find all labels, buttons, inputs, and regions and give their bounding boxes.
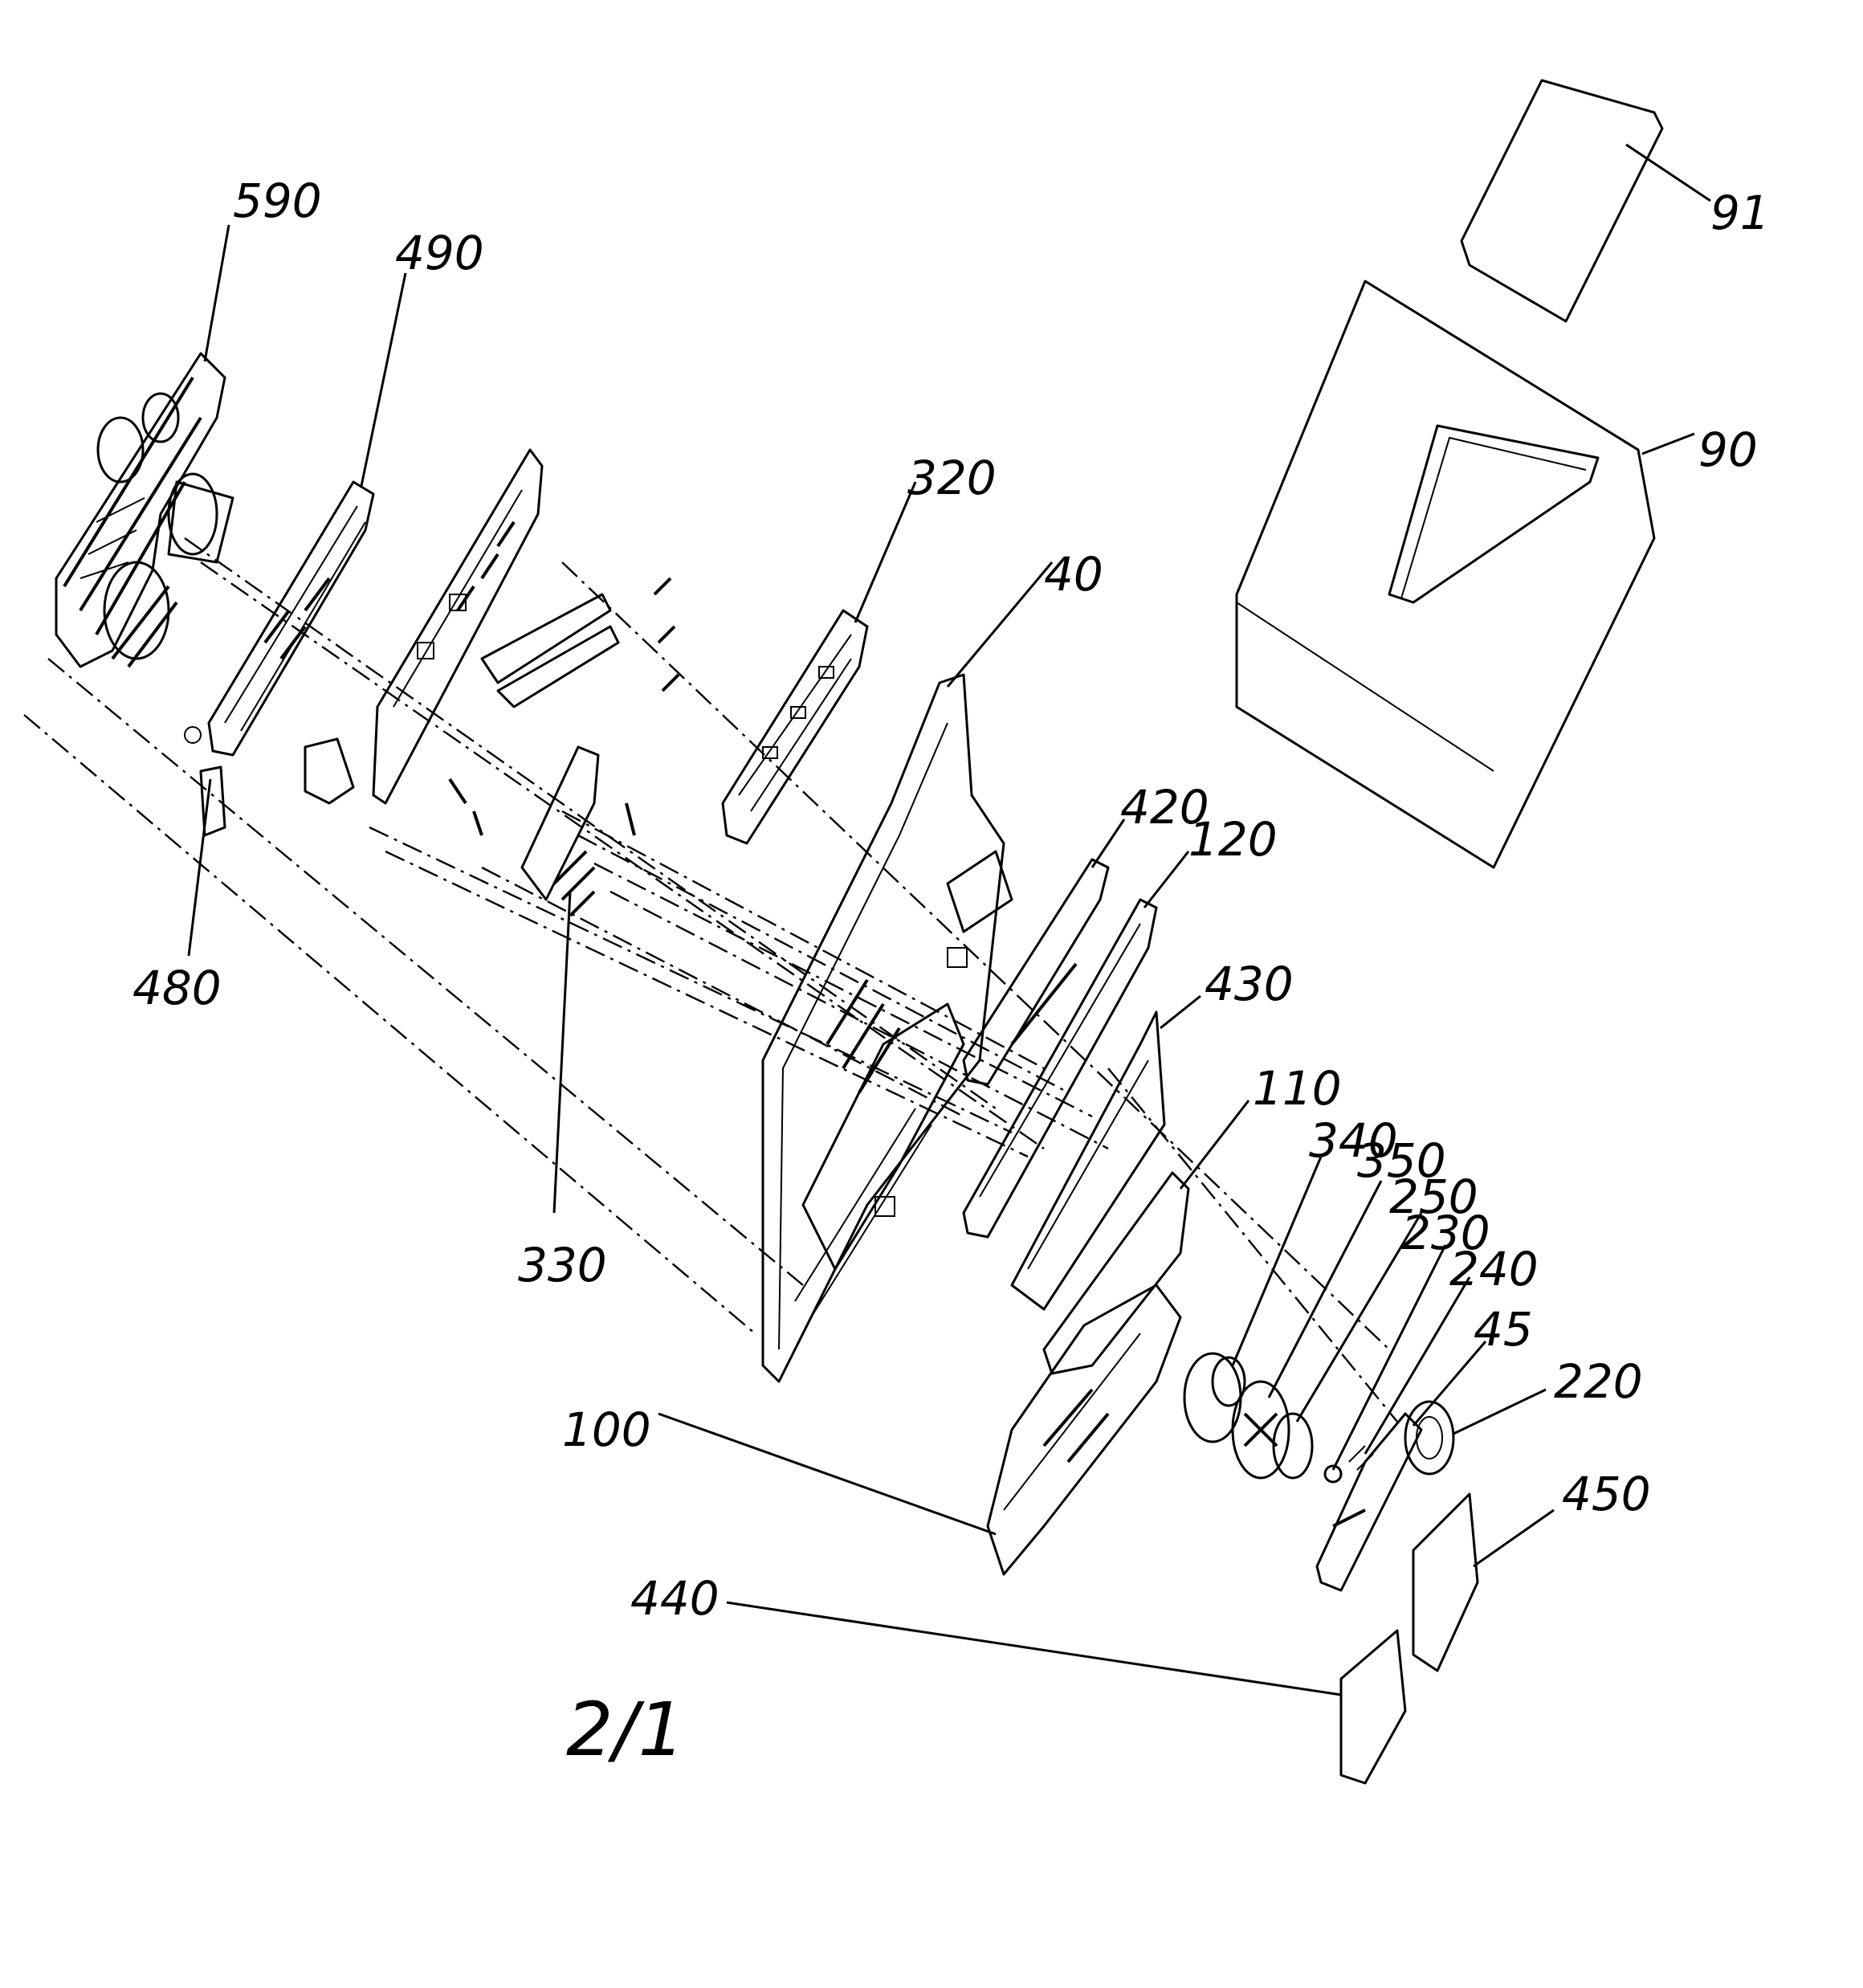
part-490-rail-bracket (184, 480, 375, 837)
part-350-wheel (1231, 1380, 1290, 1480)
part-590-gear-mechanism (55, 352, 234, 668)
part-330-connector-block (448, 593, 636, 917)
label-90: 90 (1698, 423, 1758, 477)
label-220: 220 (1554, 1354, 1643, 1409)
label-100: 100 (562, 1402, 651, 1457)
part-320-connector-strip (653, 577, 869, 845)
part-480-bracket (304, 737, 355, 805)
part-430-panel (1010, 1010, 1166, 1311)
label-350: 350 (1357, 1133, 1446, 1188)
leader-lines (187, 143, 1711, 1696)
part-45-bracket (1315, 1412, 1423, 1592)
part-120-panel (962, 898, 1158, 1239)
label-490: 490 (395, 226, 484, 280)
part-90-lid-housing (1235, 280, 1656, 869)
label-91: 91 (1710, 186, 1770, 240)
label-320: 320 (907, 451, 997, 505)
sheet-label: 2/1 (566, 1687, 685, 1773)
assembly-axis-lines (23, 537, 1398, 1423)
label-480: 480 (132, 961, 222, 1015)
part-40-main-chassis (761, 673, 1013, 1383)
label-120: 120 (1188, 812, 1278, 867)
label-330: 330 (518, 1238, 607, 1292)
label-430: 430 (1205, 957, 1294, 1011)
part-100-front-cover (986, 1284, 1182, 1576)
label-40: 40 (1044, 547, 1103, 602)
label-110: 110 (1253, 1061, 1342, 1116)
reference-numerals: 590 490 480 330 320 40 420 120 430 110 3… (132, 173, 1770, 1626)
label-340: 340 (1309, 1113, 1398, 1168)
label-420: 420 (1120, 780, 1209, 835)
label-230: 230 (1401, 1206, 1490, 1260)
label-45: 45 (1474, 1302, 1533, 1357)
part-420-panel (962, 858, 1110, 1086)
label-450: 450 (1562, 1467, 1651, 1521)
part-mounting-plate (372, 448, 544, 805)
label-440: 440 (630, 1571, 720, 1626)
label-250: 250 (1389, 1170, 1478, 1224)
part-230-pin (1323, 1464, 1343, 1484)
label-590: 590 (233, 173, 322, 228)
label-240: 240 (1449, 1242, 1539, 1296)
part-440-cap (1339, 1629, 1407, 1785)
part-220-knob (1404, 1400, 1455, 1476)
part-250-disc (1272, 1412, 1314, 1480)
part-450-cap (1412, 1492, 1479, 1672)
part-340-gear (1183, 1352, 1246, 1443)
part-91-window (1460, 79, 1664, 323)
